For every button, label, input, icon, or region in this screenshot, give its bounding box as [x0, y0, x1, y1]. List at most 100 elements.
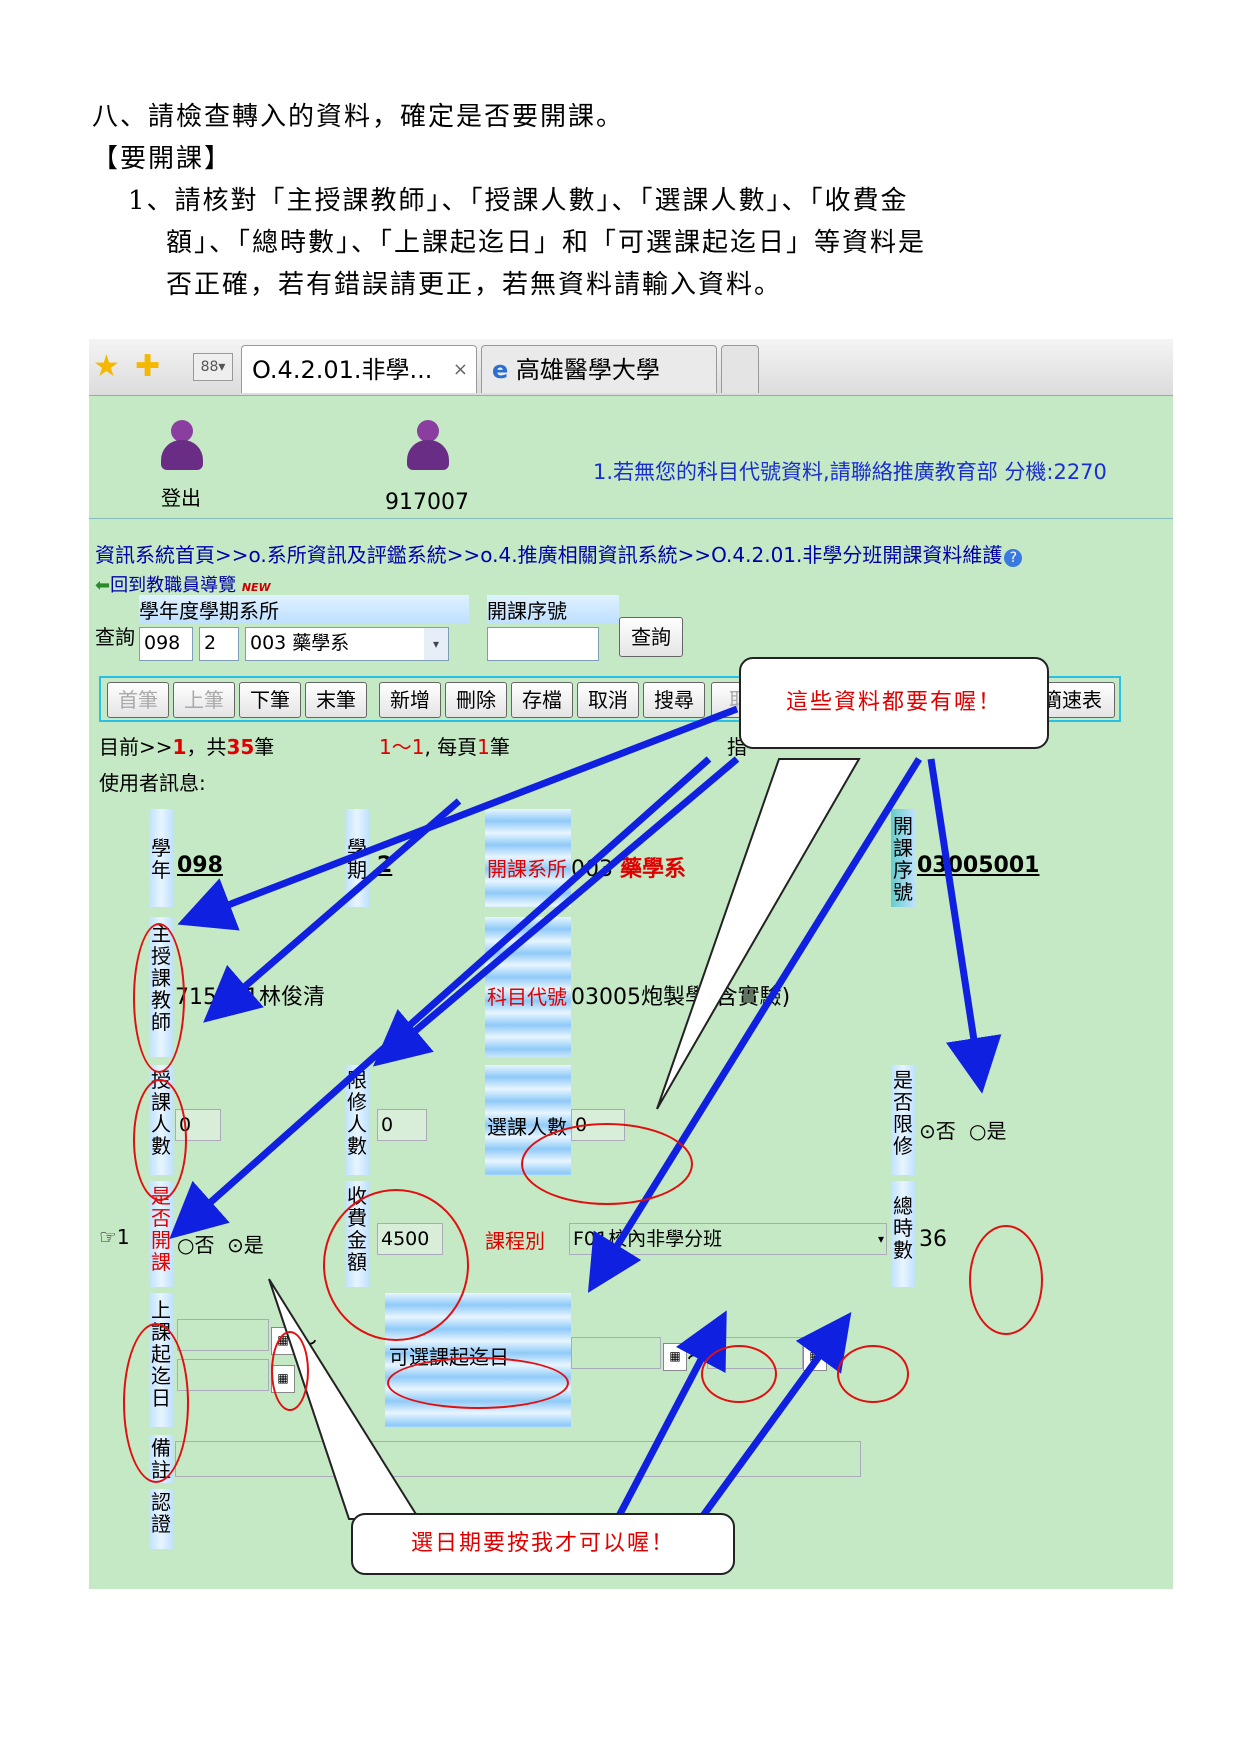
last-button[interactable]: 末筆	[305, 682, 367, 718]
tab-kmu[interactable]: e 高雄醫學大學	[481, 345, 717, 393]
highlight-fee	[323, 1189, 469, 1341]
restrict-yes-radio[interactable]: ○是	[969, 1119, 1007, 1143]
restrict-label: 是否限修	[891, 1065, 915, 1175]
status-prefix: 目前>>	[99, 735, 173, 759]
add-button[interactable]: 新增	[379, 682, 441, 718]
next-button[interactable]: 下筆	[239, 682, 301, 718]
back-link-label[interactable]: 回到教職員導覽	[110, 575, 237, 596]
first-button[interactable]: 首筆	[107, 682, 169, 718]
highlight-teach-count	[133, 1079, 187, 1201]
arrow-to-class-date	[169, 756, 712, 1239]
query-dept-select[interactable]: 003 藥學系 ▾	[245, 627, 449, 661]
chevron-down-icon[interactable]: ▾	[424, 628, 448, 660]
serial-label: 開課序號	[891, 809, 915, 907]
back-to-staff-nav[interactable]: ⬅回到教職員導覽 NEW	[95, 571, 271, 597]
tab-course-maintenance[interactable]: O.4.2.01.非學... ×	[241, 345, 477, 393]
range-value: 1～1	[379, 735, 425, 759]
arrow-to-hours	[927, 758, 1002, 1094]
highlight-selectable-cal-start	[701, 1345, 777, 1403]
logout-link[interactable]: 登出	[161, 486, 201, 510]
doc-heading: 八、請檢查轉入的資料，確定是否要開課。	[92, 102, 625, 132]
limit-label-text: 限修人數	[347, 1068, 367, 1158]
query-col-year-term-dept: 學年度學期系所	[139, 595, 469, 623]
status-unit: 筆	[254, 735, 275, 759]
hours-label: 總時數	[891, 1181, 915, 1287]
new-tab-button[interactable]	[721, 345, 759, 393]
query-label: 查詢	[95, 625, 135, 649]
subject-label-bg	[485, 917, 571, 1057]
class-start-input[interactable]	[177, 1319, 269, 1351]
year-label: 學年	[149, 809, 173, 907]
limit-input[interactable]: 0	[377, 1109, 427, 1141]
doc-subheading: 【要開課】	[92, 144, 233, 174]
callout-top-tail	[656, 758, 861, 1110]
doc-item-line-3: 否正確，若有錯誤請更正，若無資料請輸入資料。	[166, 270, 783, 300]
highlight-teacher	[133, 923, 185, 1073]
cert-label-text: 認證	[151, 1490, 171, 1536]
doc-item-line-1: 1、請核對「主授課教師」、「授課人數」、「選課人數」、「收費金	[128, 186, 909, 216]
embedded-screenshot: ★ ✚ 88▾ O.4.2.01.非學... × e 高雄醫學大學 登出 917…	[89, 339, 1173, 1589]
selectable-start-input[interactable]	[571, 1337, 661, 1369]
query-button[interactable]: 查詢	[619, 617, 683, 657]
page-header: 登出 917007 1.若無您的科目代號資料,請聯絡推廣教育部 分機:2270	[89, 396, 1173, 519]
year-value: 098	[177, 853, 223, 878]
query-panel: 查詢 學年度學期系所 開課序號 098 2 003 藥學系 ▾ 查詢	[95, 595, 685, 667]
tab-title: O.4.2.01.非學...	[252, 356, 433, 384]
arrow-to-cal-end	[686, 1312, 852, 1538]
breadcrumb-text[interactable]: 資訊系統首頁>>o.系所資訊及評鑑系統>>o.4.推廣相關資訊系統>>O.4.2…	[95, 543, 1003, 567]
cert-label: 認證	[149, 1489, 173, 1549]
delete-button[interactable]: 刪除	[445, 682, 507, 718]
favorites-star-icon[interactable]: ★	[93, 349, 120, 384]
restrict-no-radio[interactable]: ⊙否	[919, 1119, 956, 1143]
chevron-down-icon[interactable]: ▾	[877, 1232, 884, 1246]
course-type-label: 課程別	[485, 1229, 545, 1253]
user-icon	[401, 420, 449, 472]
query-term-input[interactable]: 2	[199, 627, 239, 661]
search-button[interactable]: 搜尋	[643, 682, 705, 718]
subject-label: 科目代號	[487, 985, 567, 1009]
year-label-text: 學年	[151, 836, 171, 882]
hours-label-text: 總時數	[893, 1194, 913, 1262]
back-arrow-icon: ⬅	[95, 575, 111, 596]
user-message: 使用者訊息:	[99, 771, 206, 795]
annotation-overlay	[169, 705, 1002, 1538]
arrow-to-teach-count	[203, 798, 462, 1023]
highlight-select-count	[521, 1123, 693, 1205]
help-icon[interactable]: ?	[1004, 549, 1023, 567]
highlight-hours	[969, 1225, 1043, 1335]
highlight-selectable-cal-end	[837, 1345, 909, 1403]
add-favorite-icon[interactable]: ✚	[135, 349, 161, 384]
arrow-to-cal-start	[605, 1310, 727, 1537]
breadcrumb[interactable]: 資訊系統首頁>>o.系所資訊及評鑑系統>>o.4.推廣相關資訊系統>>O.4.2…	[95, 539, 1023, 568]
highlight-class-calendar	[271, 1331, 309, 1411]
range-per-num: 1	[477, 735, 490, 759]
dept-name: 藥學系	[620, 857, 687, 882]
serial-label-text: 開課序號	[893, 814, 913, 904]
tab-title: 高雄醫學大學	[515, 356, 660, 384]
restrict-label-text: 是否限修	[893, 1068, 913, 1158]
logout-icon[interactable]	[155, 420, 203, 472]
class-end-input[interactable]	[177, 1359, 269, 1391]
quick-tabs-icon[interactable]: 88▾	[193, 353, 233, 381]
open-yes-radio[interactable]: ⊙是	[227, 1233, 264, 1257]
hours-value: 36	[919, 1227, 947, 1252]
query-serial-input[interactable]	[487, 627, 599, 661]
new-badge: NEW	[241, 581, 271, 594]
tab-close-icon[interactable]: ×	[452, 359, 468, 380]
range-per: , 每頁	[424, 735, 478, 759]
save-button[interactable]: 存檔	[511, 682, 573, 718]
callout-top: 這些資料都要有喔！	[739, 657, 1049, 749]
contact-notice: 1.若無您的科目代號資料,請聯絡推廣教育部 分機:2270	[593, 460, 1107, 484]
serial-value: 03005001	[917, 853, 1040, 878]
browser-tab-bar: ★ ✚ 88▾ O.4.2.01.非學... × e 高雄醫學大學	[89, 339, 1173, 396]
highlight-selectable-date	[387, 1357, 569, 1409]
status-mid: ，共	[186, 735, 227, 759]
query-year-input[interactable]: 098	[139, 627, 193, 661]
record-position: 目前>>1，共35筆	[99, 731, 274, 760]
subject-value: 03005炮製學(含實驗)	[571, 985, 791, 1010]
query-dept-value: 003 藥學系	[250, 632, 350, 654]
cancel-button[interactable]: 取消	[577, 682, 639, 718]
highlight-class-date	[123, 1323, 189, 1483]
callout-bottom: 選日期要按我才可以喔！	[351, 1513, 735, 1575]
prev-button[interactable]: 上筆	[173, 682, 235, 718]
